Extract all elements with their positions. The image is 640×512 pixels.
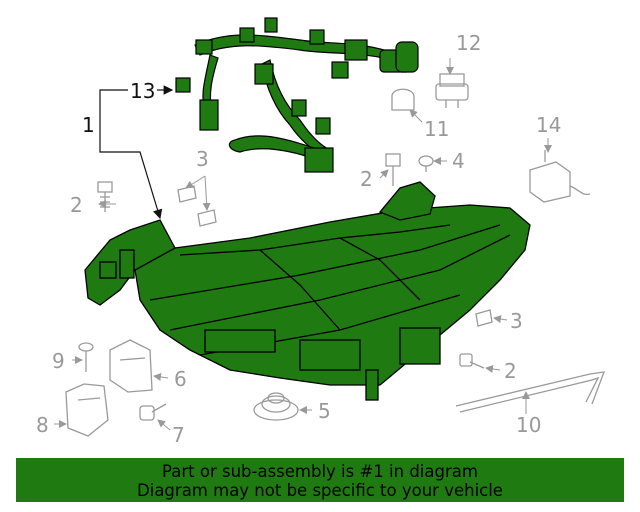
- bolt-7: [139, 403, 167, 421]
- socket-12: [435, 73, 469, 108]
- clip-3-top: [177, 185, 217, 227]
- bracket-6: [109, 339, 153, 393]
- callout-2-center: 2: [360, 167, 373, 191]
- callout-5: 5: [318, 399, 331, 423]
- seal-strip-10: [455, 371, 605, 413]
- callout-11: 11: [424, 117, 449, 141]
- diagram-notice-banner: Part or sub-assembly is #1 in diagram Di…: [16, 458, 624, 502]
- callout-3-top: 3: [196, 147, 209, 171]
- callout-13: 13: [130, 79, 155, 103]
- callout-10: 10: [516, 413, 541, 437]
- notice-line-2: Diagram may not be specific to your vehi…: [137, 481, 503, 500]
- callout-14: 14: [536, 113, 561, 137]
- leader-lines: [54, 58, 552, 431]
- grommet-5: [253, 392, 299, 421]
- callout-2-left: 2: [70, 193, 83, 217]
- callout-9: 9: [52, 349, 65, 373]
- notice-line-1: Part or sub-assembly is #1 in diagram: [162, 462, 478, 481]
- parts-diagram: 1 2 3 2 4 5 6 7 8 9 10 11 12 13 14 3 2: [36, 17, 605, 447]
- callout-3-right: 3: [510, 309, 523, 333]
- bolt-2-left: [97, 181, 113, 212]
- callout-12: 12: [456, 31, 481, 55]
- callout-6: 6: [174, 367, 187, 391]
- clip-3-right: [475, 309, 493, 327]
- headlamp-assembly: [84, 181, 531, 401]
- bolt-2-center: [385, 153, 401, 186]
- callout-2-right: 2: [504, 359, 517, 383]
- callout-4: 4: [452, 149, 465, 173]
- leader-lines-dark: [99, 85, 174, 220]
- callout-8: 8: [36, 413, 49, 437]
- wiring-harness: [175, 17, 419, 173]
- bracket-8: [65, 383, 109, 437]
- screw-9: [78, 342, 94, 372]
- bulb-11: [391, 88, 415, 111]
- clip-4: [418, 155, 434, 172]
- callout-1: 1: [82, 113, 95, 137]
- callout-7: 7: [172, 423, 185, 447]
- bolt-2-right: [459, 353, 485, 369]
- module-14: [529, 150, 591, 203]
